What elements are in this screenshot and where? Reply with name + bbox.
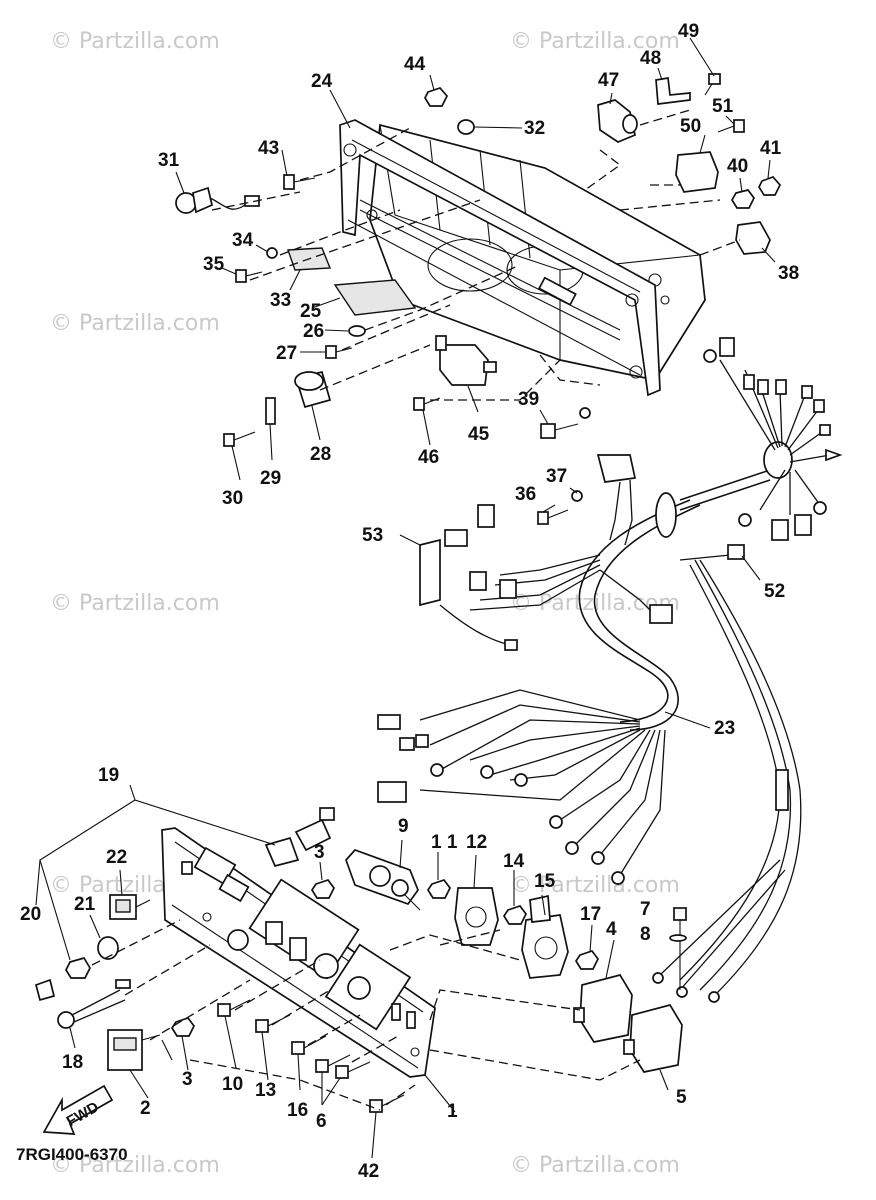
panel-components xyxy=(34,807,687,1113)
callout-51: 51 xyxy=(712,96,734,117)
callout-32: 32 xyxy=(524,118,545,139)
callout-34: 34 xyxy=(232,230,254,251)
callout-50: 50 xyxy=(680,116,701,137)
callout-44: 44 xyxy=(404,54,426,75)
callout-9: 9 xyxy=(398,816,409,837)
callout-43: 43 xyxy=(258,138,279,159)
diagram-code: 7RGI400-6370 xyxy=(16,1145,128,1164)
callout-5: 5 xyxy=(676,1087,687,1108)
callout-18: 18 xyxy=(62,1052,83,1073)
callout-11: 1 1 xyxy=(431,832,458,853)
callout-49: 49 xyxy=(678,21,699,42)
callout-14: 14 xyxy=(503,851,525,872)
callout-1: 1 xyxy=(447,1101,458,1122)
callout-3: 3 xyxy=(182,1069,193,1090)
callout-labels: 1 2 3 3 4 5 6 7 8 9 10 1 1 12 13 14 15 1… xyxy=(20,21,799,1182)
watermark-text: © Partzilla.com xyxy=(50,29,220,54)
callout-6: 6 xyxy=(316,1111,327,1132)
callout-25: 25 xyxy=(300,301,322,322)
upper-small-parts xyxy=(175,73,782,525)
callout-23: 23 xyxy=(714,718,735,739)
lower-dashed-lines xyxy=(91,919,641,1111)
callout-47: 47 xyxy=(598,70,619,91)
callout-21: 21 xyxy=(74,894,96,915)
callout-19: 19 xyxy=(98,765,119,786)
dashed-assembly-lines xyxy=(211,109,741,401)
callout-3: 3 xyxy=(314,842,325,863)
callout-38: 38 xyxy=(778,263,799,284)
callout-40: 40 xyxy=(727,156,748,177)
forward-arrow-icon: FWD xyxy=(42,1084,114,1135)
callout-52: 52 xyxy=(764,581,785,602)
callout-26: 26 xyxy=(303,321,324,342)
callout-30: 30 xyxy=(222,488,243,509)
callout-8: 8 xyxy=(640,924,651,945)
callout-28: 28 xyxy=(310,444,331,465)
callout-53: 53 xyxy=(362,525,383,546)
callout-16: 16 xyxy=(287,1100,308,1121)
callout-42: 42 xyxy=(358,1161,379,1182)
callout-35: 35 xyxy=(203,254,225,275)
watermark-text: © Partzilla.com xyxy=(50,591,220,616)
callout-10: 10 xyxy=(222,1074,243,1095)
control-box-housing xyxy=(339,119,706,397)
callout-17: 17 xyxy=(580,904,601,925)
callout-22: 22 xyxy=(106,847,127,868)
watermark-text: © Partzilla.com xyxy=(50,1153,220,1178)
watermark-text: © Partzilla.com xyxy=(50,311,220,336)
callout-36: 36 xyxy=(515,484,536,505)
leader-lines xyxy=(35,37,776,1159)
watermark-text: © Partzilla.com xyxy=(510,29,680,54)
callout-37: 37 xyxy=(546,466,567,487)
callout-7: 7 xyxy=(640,899,651,920)
callout-27: 27 xyxy=(276,343,297,364)
callout-48: 48 xyxy=(640,48,661,69)
callout-20: 20 xyxy=(20,904,41,925)
callout-4: 4 xyxy=(606,919,617,940)
callout-45: 45 xyxy=(468,424,490,445)
callout-2: 2 xyxy=(140,1098,151,1119)
callout-33: 33 xyxy=(270,290,291,311)
callout-31: 31 xyxy=(158,150,180,171)
watermark-text: © Partzilla.com xyxy=(510,873,680,898)
callout-24: 24 xyxy=(311,71,333,92)
watermark-text: © Partzilla.com xyxy=(510,1153,680,1178)
front-panel xyxy=(161,827,436,1078)
callout-39: 39 xyxy=(518,389,539,410)
callout-12: 12 xyxy=(466,832,487,853)
callout-13: 13 xyxy=(255,1080,276,1101)
callout-29: 29 xyxy=(260,468,281,489)
wire-harness xyxy=(377,337,843,1003)
callout-41: 41 xyxy=(760,138,782,159)
callout-15: 15 xyxy=(534,871,556,892)
callout-46: 46 xyxy=(418,447,439,468)
